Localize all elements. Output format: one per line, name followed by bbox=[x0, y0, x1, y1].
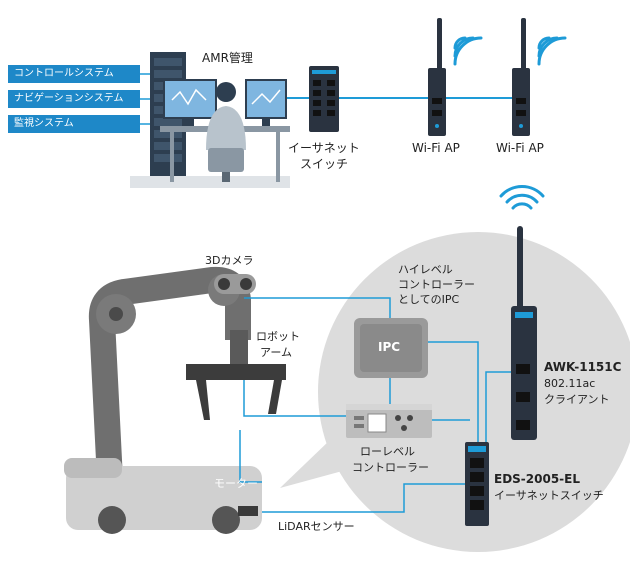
wifi-ap-label-1: Wi-Fi AP bbox=[412, 141, 460, 155]
camera-3d-icon bbox=[214, 274, 256, 294]
wifi-signal-icon bbox=[537, 36, 567, 66]
monitor-icon bbox=[245, 79, 287, 126]
wifi-ap-icon bbox=[428, 18, 446, 136]
system-label-navigation: ナビゲーションシステム bbox=[8, 90, 140, 108]
robot-arm-label-line2: アーム bbox=[260, 346, 293, 359]
wifi-signal-icon bbox=[453, 36, 483, 66]
eds-switch-icon bbox=[465, 442, 489, 526]
robot-arm-label-line1: ロボット bbox=[256, 330, 300, 343]
ipc-desc-line3: としてのIPC bbox=[398, 293, 460, 306]
wifi-signal-icon bbox=[499, 185, 545, 210]
low-level-label-line1: ローレベル bbox=[360, 445, 415, 458]
eds-role-label: イーサネットスイッチ bbox=[494, 489, 604, 502]
lidar-label: LiDARセンサー bbox=[278, 520, 355, 533]
camera-3d-label: 3Dカメラ bbox=[205, 254, 254, 267]
low-level-controller-icon bbox=[346, 404, 432, 438]
awk-model-label: AWK-1151C bbox=[544, 360, 622, 374]
ethernet-switch-icon bbox=[309, 66, 339, 132]
operator-icon bbox=[206, 82, 246, 182]
bottom-network-lines bbox=[239, 297, 512, 513]
system-label-monitoring: 監視システム bbox=[8, 115, 140, 133]
ipc-desc-line2: コントローラー bbox=[398, 278, 475, 291]
ipc-box-label: IPC bbox=[378, 340, 401, 354]
wifi-ap-icon bbox=[512, 18, 530, 136]
wifi-ap-label-2: Wi-Fi AP bbox=[496, 141, 544, 155]
low-level-label-line2: コントローラー bbox=[352, 461, 429, 474]
awk-client-icon bbox=[511, 226, 537, 440]
vehicle-base-icon bbox=[64, 458, 262, 534]
robot-arm-icon bbox=[88, 266, 286, 481]
zoom-bubble bbox=[280, 232, 630, 552]
amr-management-label: AMR管理 bbox=[202, 51, 253, 65]
system-label-control: コントロールシステム bbox=[8, 65, 140, 83]
awk-role-label: クライアント bbox=[544, 393, 610, 406]
switch-label-line1: イーサネット bbox=[288, 141, 360, 155]
awk-spec-label: 802.11ac bbox=[544, 377, 596, 390]
server-rack-icon bbox=[130, 52, 290, 188]
monitor-icon bbox=[163, 79, 217, 126]
ipc-desc-line1: ハイレベル bbox=[398, 263, 453, 276]
switch-label-line2: スイッチ bbox=[300, 157, 349, 171]
ipc-icon bbox=[354, 318, 428, 378]
eds-model-label: EDS-2005-EL bbox=[494, 472, 581, 486]
motor-label: モーター bbox=[214, 477, 258, 490]
